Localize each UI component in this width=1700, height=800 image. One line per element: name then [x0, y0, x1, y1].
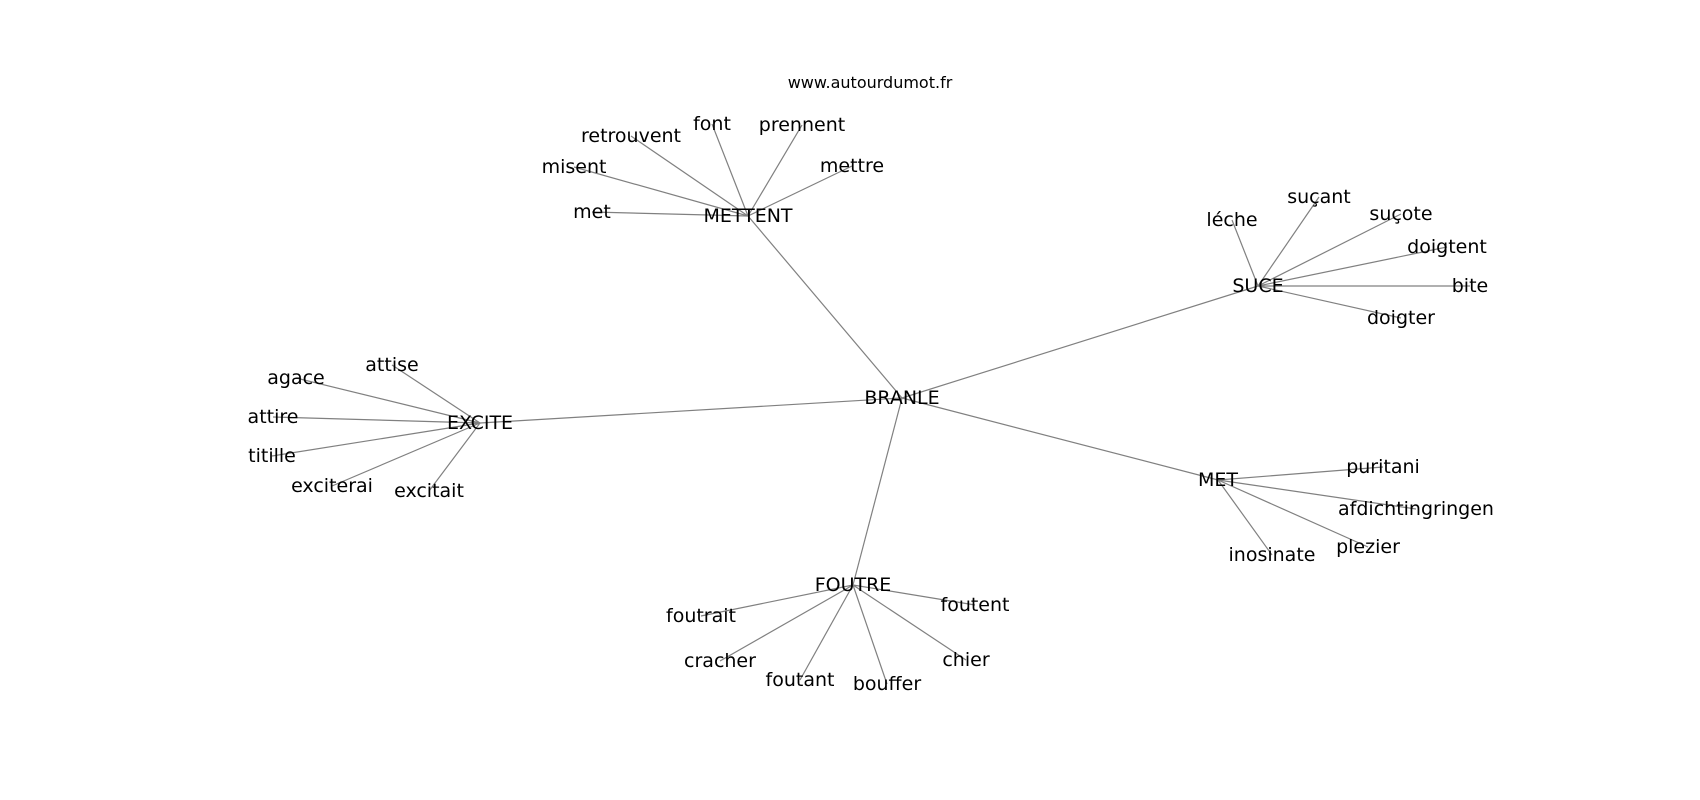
node-word-foutant: foutant — [766, 669, 835, 691]
edge-mettent-met — [591, 211, 749, 217]
edge-foutre-bouffer — [852, 584, 888, 685]
edge-met-afdichtingringen — [1217, 479, 1417, 510]
graph-nodes: BRANLE METTENT met misent retrouvent font pren… — [248, 113, 1494, 695]
node-word-puritani: puritani — [1346, 456, 1420, 478]
edge-foutre-cracher — [719, 584, 854, 662]
watermark: www.autourdumot.fr — [788, 73, 953, 92]
node-word-doigtent: doigtent — [1407, 236, 1487, 258]
node-word-sucant: suçant — [1287, 186, 1351, 208]
edge-suce-leche — [1231, 219, 1259, 287]
edge-excite-excitait — [428, 422, 481, 492]
node-word-prennent: prennent — [759, 114, 845, 136]
node-word-attise: attise — [365, 354, 418, 376]
edge-met-puritani — [1217, 466, 1384, 481]
edge-mettent-prennent — [747, 124, 803, 217]
node-hub-mettent: METTENT — [703, 205, 792, 227]
node-word-doigter: doigter — [1367, 307, 1435, 329]
node-word-retrouvent: retrouvent — [581, 125, 681, 147]
node-word-bite: bite — [1452, 275, 1488, 297]
node-word-foutent: foutent — [941, 594, 1010, 616]
node-word-attire: attire — [248, 406, 299, 428]
node-word-agace: agace — [267, 367, 324, 389]
node-word-sucote: suçote — [1369, 203, 1432, 225]
edge-suce-sucant — [1257, 196, 1320, 287]
edge-suce-doigtent — [1257, 246, 1448, 287]
edge-suce-doigter — [1257, 285, 1402, 319]
edge-mettent-font — [711, 123, 749, 217]
node-word-excitait: excitait — [394, 480, 464, 502]
node-hub-met: MET — [1198, 469, 1238, 491]
edge-mettent-misent — [573, 166, 749, 217]
node-word-afdichtingringen: afdichtingringen — [1338, 498, 1494, 520]
edge-excite-attise — [391, 364, 481, 424]
edge-excite-titille — [271, 422, 481, 457]
node-hub-foutre: FOUTRE — [815, 574, 892, 596]
edge-foutre-foutrait — [700, 584, 854, 617]
edge-suce-sucote — [1257, 213, 1402, 287]
node-center: BRANLE — [864, 387, 939, 409]
edge-met-inosinate — [1217, 479, 1273, 556]
node-word-leche: léche — [1206, 209, 1257, 231]
edge-center-mettent — [747, 215, 903, 399]
node-hub-suce: SUCE — [1232, 275, 1283, 297]
node-word-bouffer: bouffer — [853, 673, 922, 695]
node-word-cracher: cracher — [684, 650, 756, 672]
edge-center-suce — [901, 285, 1259, 399]
node-word-chier: chier — [942, 649, 989, 671]
edge-met-plezier — [1217, 479, 1369, 548]
edge-center-met — [901, 397, 1219, 481]
edge-center-excite — [479, 397, 903, 424]
node-word-foutrait: foutrait — [666, 605, 736, 627]
edge-excite-exciterai — [331, 422, 481, 487]
edge-center-foutre — [852, 397, 903, 586]
graph-edges — [271, 123, 1470, 685]
node-word-exciterai: exciterai — [291, 475, 373, 497]
edge-excite-attire — [272, 416, 481, 424]
edge-mettent-retrouvent — [630, 135, 749, 217]
edge-excite-agace — [295, 377, 481, 424]
node-word-met: met — [573, 201, 611, 223]
node-word-inosinate: inosinate — [1229, 544, 1316, 566]
edge-foutre-chier — [852, 584, 967, 661]
node-word-misent: misent — [542, 156, 607, 178]
edge-foutre-foutant — [799, 584, 854, 681]
node-word-titille: titille — [248, 445, 296, 467]
node-word-mettre: mettre — [820, 155, 884, 177]
node-hub-excite: EXCITE — [447, 412, 513, 434]
node-word-plezier: plezier — [1336, 536, 1400, 558]
edge-mettent-mettre — [747, 165, 853, 217]
node-word-font: font — [693, 113, 731, 135]
edge-foutre-foutent — [852, 584, 976, 606]
